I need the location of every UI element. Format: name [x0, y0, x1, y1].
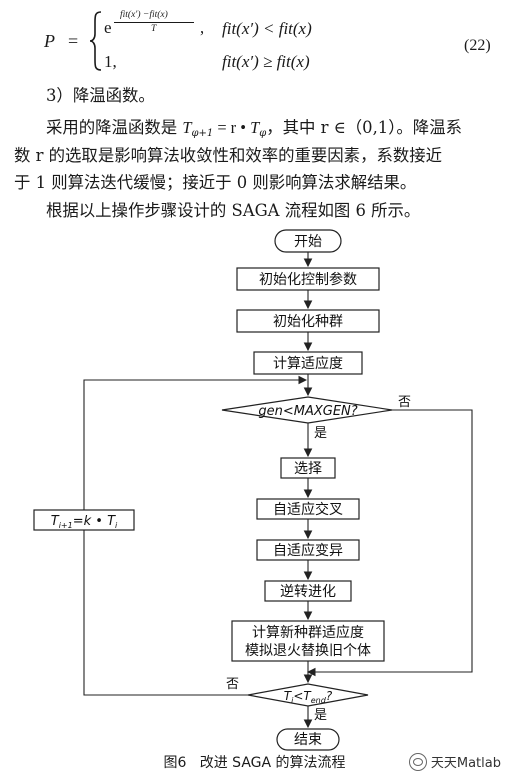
svg-text:模拟退火替换旧个体: 模拟退火替换旧个体 [245, 642, 371, 659]
formula-case1-condition: fit(x′) < fit(x) [222, 19, 312, 38]
flow-adaptive-crossover-box: 自适应交叉 [256, 498, 360, 520]
formula-case1-comma: , [200, 18, 205, 37]
flow-init-params-box: 初始化控制参数 [236, 267, 380, 291]
formula-equals: = [68, 31, 79, 51]
formula-number: (22) [464, 37, 491, 54]
formula-case1-exp-denominator: T [151, 24, 157, 34]
watermark: 天天Matlab [408, 752, 501, 771]
figure-label: 图6 [163, 755, 187, 771]
svg-text:计算新种群适应度: 计算新种群适应度 [252, 624, 364, 641]
formula-exp-fraction-bar [114, 22, 194, 23]
svg-text:自适应变异: 自适应变异 [273, 542, 343, 559]
flow-init-population-box: 初始化种群 [236, 309, 380, 333]
saga-flowchart: 开始 初始化控制参数 初始化种群 计算适应度 gen<MAXGEN? 否 是 选… [33, 229, 473, 751]
flow-adaptive-mutation-box: 自适应变异 [256, 539, 360, 561]
formula-case2-value: 1, [104, 52, 117, 71]
watermark-text: 天天Matlab [430, 756, 501, 771]
paragraph-line-3: 于 1 则算法迭代缓慢；接近于 0 则影响算法求解结果。 [14, 173, 417, 192]
flow-new-fitness-sa-box: 计算新种群适应度 模拟退火替换旧个体 [231, 620, 385, 662]
edge-update-to-fitness [83, 375, 308, 510]
flow-temperature-decision-diamond: Ti<Tend? [247, 683, 369, 707]
flow-update-temperature-box: Ti+1=k • Ti [33, 509, 135, 531]
section-heading: 3）降温函数。 [46, 86, 155, 105]
edge-gen-no-loop [306, 409, 473, 677]
flow-select-box: 选择 [280, 457, 336, 479]
figure-title: 改进 SAGA 的算法流程 [199, 755, 346, 771]
flow-gen-decision-diamond: gen<MAXGEN? [221, 396, 393, 424]
figure-caption: 图6 改进 SAGA 的算法流程 [0, 752, 509, 772]
svg-text:计算适应度: 计算适应度 [273, 355, 343, 372]
paragraph-line-2: 数 r 的选取是影响算法收敛性和效率的重要因素，系数接近 [14, 146, 443, 165]
flow-reverse-evolution-box: 逆转进化 [264, 580, 352, 602]
piecewise-formula-22: P = e fit(x′) −fit(x) T , fit(x′) < fit(… [0, 0, 509, 80]
flow-start-terminal: 开始 [274, 229, 342, 253]
wechat-logo-icon [408, 752, 427, 771]
flow-gen-yes-label: 是 [314, 426, 327, 441]
edge-temp-no-to-update [83, 530, 248, 696]
svg-text:自适应交叉: 自适应交叉 [273, 501, 343, 518]
paragraph-line-4: 根据以上操作步骤设计的 SAGA 流程如图 6 所示。 [46, 201, 421, 220]
flow-temp-yes-label: 是 [314, 708, 327, 723]
svg-text:Ti+1=k • Ti: Ti+1=k • Ti [51, 514, 118, 530]
flow-calc-fitness-box: 计算适应度 [253, 351, 363, 375]
formula-case1-exp-numerator: fit(x′) −fit(x) [120, 10, 168, 20]
flow-gen-no-label: 否 [398, 395, 411, 410]
svg-text:gen<MAXGEN?: gen<MAXGEN? [258, 404, 357, 419]
svg-text:开始: 开始 [294, 234, 322, 250]
svg-text:Ti<Tend?: Ti<Tend? [284, 689, 333, 705]
left-brace-icon [89, 11, 102, 71]
formula-case1-base: e [104, 18, 112, 37]
formula-case2-condition: fit(x′) ≥ fit(x) [222, 52, 310, 71]
svg-text:初始化控制参数: 初始化控制参数 [259, 271, 357, 288]
svg-text:逆转进化: 逆转进化 [280, 584, 336, 600]
svg-text:结束: 结束 [294, 732, 322, 748]
paragraph-line-1: 采用的降温函数是 Tφ+1 = r • Tφ，其中 r ∈（0,1）。降温系 [46, 118, 462, 139]
svg-text:初始化种群: 初始化种群 [273, 313, 343, 330]
svg-text:选择: 选择 [294, 461, 322, 477]
flow-end-terminal: 结束 [276, 728, 340, 751]
formula-lhs: P [44, 31, 55, 51]
flow-temp-no-label: 否 [226, 677, 239, 692]
